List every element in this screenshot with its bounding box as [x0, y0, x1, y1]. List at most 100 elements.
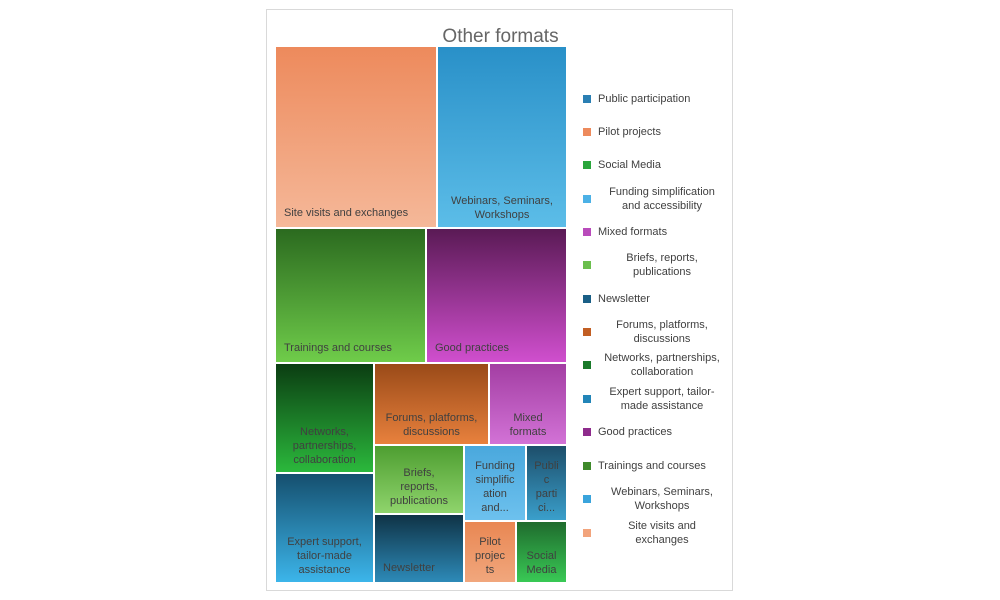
- legend-item-public-participation[interactable]: Public participation: [583, 85, 728, 113]
- treemap-tile-label-line: Publi: [534, 460, 559, 472]
- legend-label: Forums, platforms,discussions: [598, 318, 726, 346]
- treemap-tile-label-line: parti: [535, 488, 558, 500]
- treemap-tile-good-practices[interactable]: Good practices: [426, 228, 567, 363]
- treemap-tile-label-line: Good practices: [435, 342, 509, 354]
- treemap-tile-newsletter[interactable]: Newsletter: [374, 514, 464, 583]
- legend-swatch: [583, 195, 591, 203]
- legend-item-good-practices[interactable]: Good practices: [583, 418, 728, 446]
- treemap-tile-label: Mixed formats: [493, 411, 563, 439]
- treemap-tile-label: Webinars, Seminars, Workshops: [441, 194, 563, 222]
- legend-item-social-media[interactable]: Social Media: [583, 151, 728, 179]
- legend-label-line: Networks, partnerships,: [604, 352, 720, 364]
- legend-swatch: [583, 428, 591, 436]
- legend-swatch: [583, 529, 591, 537]
- treemap-tile-label-line: Media: [526, 564, 557, 576]
- legend-item-forums-platforms-discussions[interactable]: Forums, platforms,discussions: [583, 318, 728, 346]
- treemap-tile-briefs-reports-publications[interactable]: Briefs,reports,publications: [374, 445, 464, 514]
- legend-item-networks-partnerships-collaboration[interactable]: Networks, partnerships,collaboration: [583, 351, 728, 379]
- treemap-tile-label-line: assistance: [298, 564, 351, 576]
- legend-swatch: [583, 395, 591, 403]
- legend-label: Social Media: [598, 158, 726, 172]
- treemap-tile-label-line: and...: [481, 502, 509, 514]
- treemap-tile-trainings-and-courses[interactable]: Trainings and courses: [275, 228, 426, 363]
- legend-label: Mixed formats: [598, 225, 726, 239]
- legend-label: Trainings and courses: [598, 459, 726, 473]
- treemap-tile-label-line: tailor-made: [296, 550, 353, 562]
- legend-item-pilot-projects[interactable]: Pilot projects: [583, 118, 728, 146]
- legend-label-line: Pilot projects: [598, 126, 661, 138]
- legend-label: Newsletter: [598, 292, 726, 306]
- legend-label-line: Public participation: [598, 93, 691, 105]
- legend-label-line: and accessibility: [621, 200, 703, 212]
- legend-label-line: discussions: [633, 333, 691, 345]
- legend-item-expert-support-tailor-made-assistance[interactable]: Expert support, tailor-made assistance: [583, 385, 728, 413]
- legend-label: Funding simplification and accessibility: [598, 185, 726, 213]
- legend-label: Public participation: [598, 92, 726, 106]
- legend-label: Good practices: [598, 425, 726, 439]
- treemap-tile-label: Trainings and courses: [284, 341, 392, 355]
- legend-swatch: [583, 462, 591, 470]
- legend-item-funding-simplification-and-accessibility[interactable]: Funding simplification and accessibility: [583, 185, 728, 213]
- treemap-tile-site-visits-and-exchanges[interactable]: Site visits and exchanges: [275, 46, 437, 228]
- treemap-tile-label-line: Social: [526, 550, 557, 562]
- legend-label-line: made assistance: [620, 400, 704, 412]
- treemap-tile-networks-partnerships-collaboration[interactable]: Networks, partnerships, collaboration: [275, 363, 374, 473]
- treemap-tile-label-line: collaboration: [293, 454, 356, 466]
- treemap-tile-label: Newsletter: [383, 561, 435, 575]
- treemap-tile-label-line: Webinars, Seminars,: [451, 195, 553, 207]
- treemap-tile-label-line: partnerships,: [292, 440, 357, 452]
- treemap-tile-label-line: Networks,: [300, 426, 349, 438]
- treemap-tile-label-line: Mixed: [513, 412, 543, 424]
- legend-item-newsletter[interactable]: Newsletter: [583, 285, 728, 313]
- treemap-tile-expert-support-tailor-made-assistance[interactable]: Expert support, tailor-made assistance: [275, 473, 374, 583]
- legend-swatch: [583, 95, 591, 103]
- treemap-tile-label-line: Expert support,: [287, 536, 362, 548]
- treemap-tile-label: Forums, platforms, discussions: [378, 411, 485, 439]
- legend-item-briefs-reports-publications[interactable]: Briefs, reports, publications: [583, 251, 728, 279]
- legend-item-mixed-formats[interactable]: Mixed formats: [583, 218, 728, 246]
- legend-label-line: Newsletter: [598, 293, 650, 305]
- legend-label: Networks, partnerships,collaboration: [598, 351, 726, 379]
- legend-label-line: Trainings and courses: [598, 460, 706, 472]
- treemap-tile-label: Briefs,reports,publications: [378, 466, 460, 508]
- treemap-tile-label: Networks, partnerships, collaboration: [279, 425, 370, 467]
- treemap-tile-label-line: discussions: [403, 426, 460, 438]
- legend-item-trainings-and-courses[interactable]: Trainings and courses: [583, 452, 728, 480]
- treemap-tile-label-line: Forums, platforms,: [385, 412, 478, 424]
- legend-label-line: Webinars, Seminars,: [611, 486, 713, 498]
- treemap-tile-label-line: projec: [475, 550, 505, 562]
- treemap-tile-label-line: formats: [509, 426, 547, 438]
- legend-swatch: [583, 295, 591, 303]
- treemap-tile-label-line: ation: [483, 488, 507, 500]
- legend-item-webinars-seminars-workshops[interactable]: Webinars, Seminars, Workshops: [583, 485, 728, 513]
- legend-label: Expert support, tailor-made assistance: [598, 385, 726, 413]
- treemap-tile-label: Good practices: [435, 341, 509, 355]
- treemap-tile-forums-platforms-discussions[interactable]: Forums, platforms, discussions: [374, 363, 489, 445]
- legend-label-line: Expert support, tailor-: [609, 386, 715, 398]
- treemap-tile-webinars-seminars-workshops[interactable]: Webinars, Seminars, Workshops: [437, 46, 567, 228]
- legend-swatch: [583, 128, 591, 136]
- treemap-tile-label-line: Newsletter: [383, 562, 435, 574]
- legend-label: Webinars, Seminars, Workshops: [598, 485, 726, 513]
- legend-label-line: publications: [632, 266, 692, 278]
- legend-swatch: [583, 361, 591, 369]
- legend-label-line: exchanges: [635, 534, 689, 546]
- legend-label-line: Workshops: [634, 500, 690, 512]
- legend-label-line: Briefs, reports,: [626, 252, 698, 264]
- legend-label-line: Mixed formats: [598, 226, 668, 238]
- legend-label: Briefs, reports, publications: [598, 251, 726, 279]
- legend-label-line: Funding simplification: [609, 186, 715, 198]
- treemap-tile-label-line: Workshops: [474, 209, 530, 221]
- legend-label: Pilot projects: [598, 125, 726, 139]
- treemap-tile-label-line: ci...: [537, 502, 556, 514]
- chart-title: Other formats: [442, 26, 559, 47]
- treemap-tile-mixed-formats[interactable]: Mixed formats: [489, 363, 567, 445]
